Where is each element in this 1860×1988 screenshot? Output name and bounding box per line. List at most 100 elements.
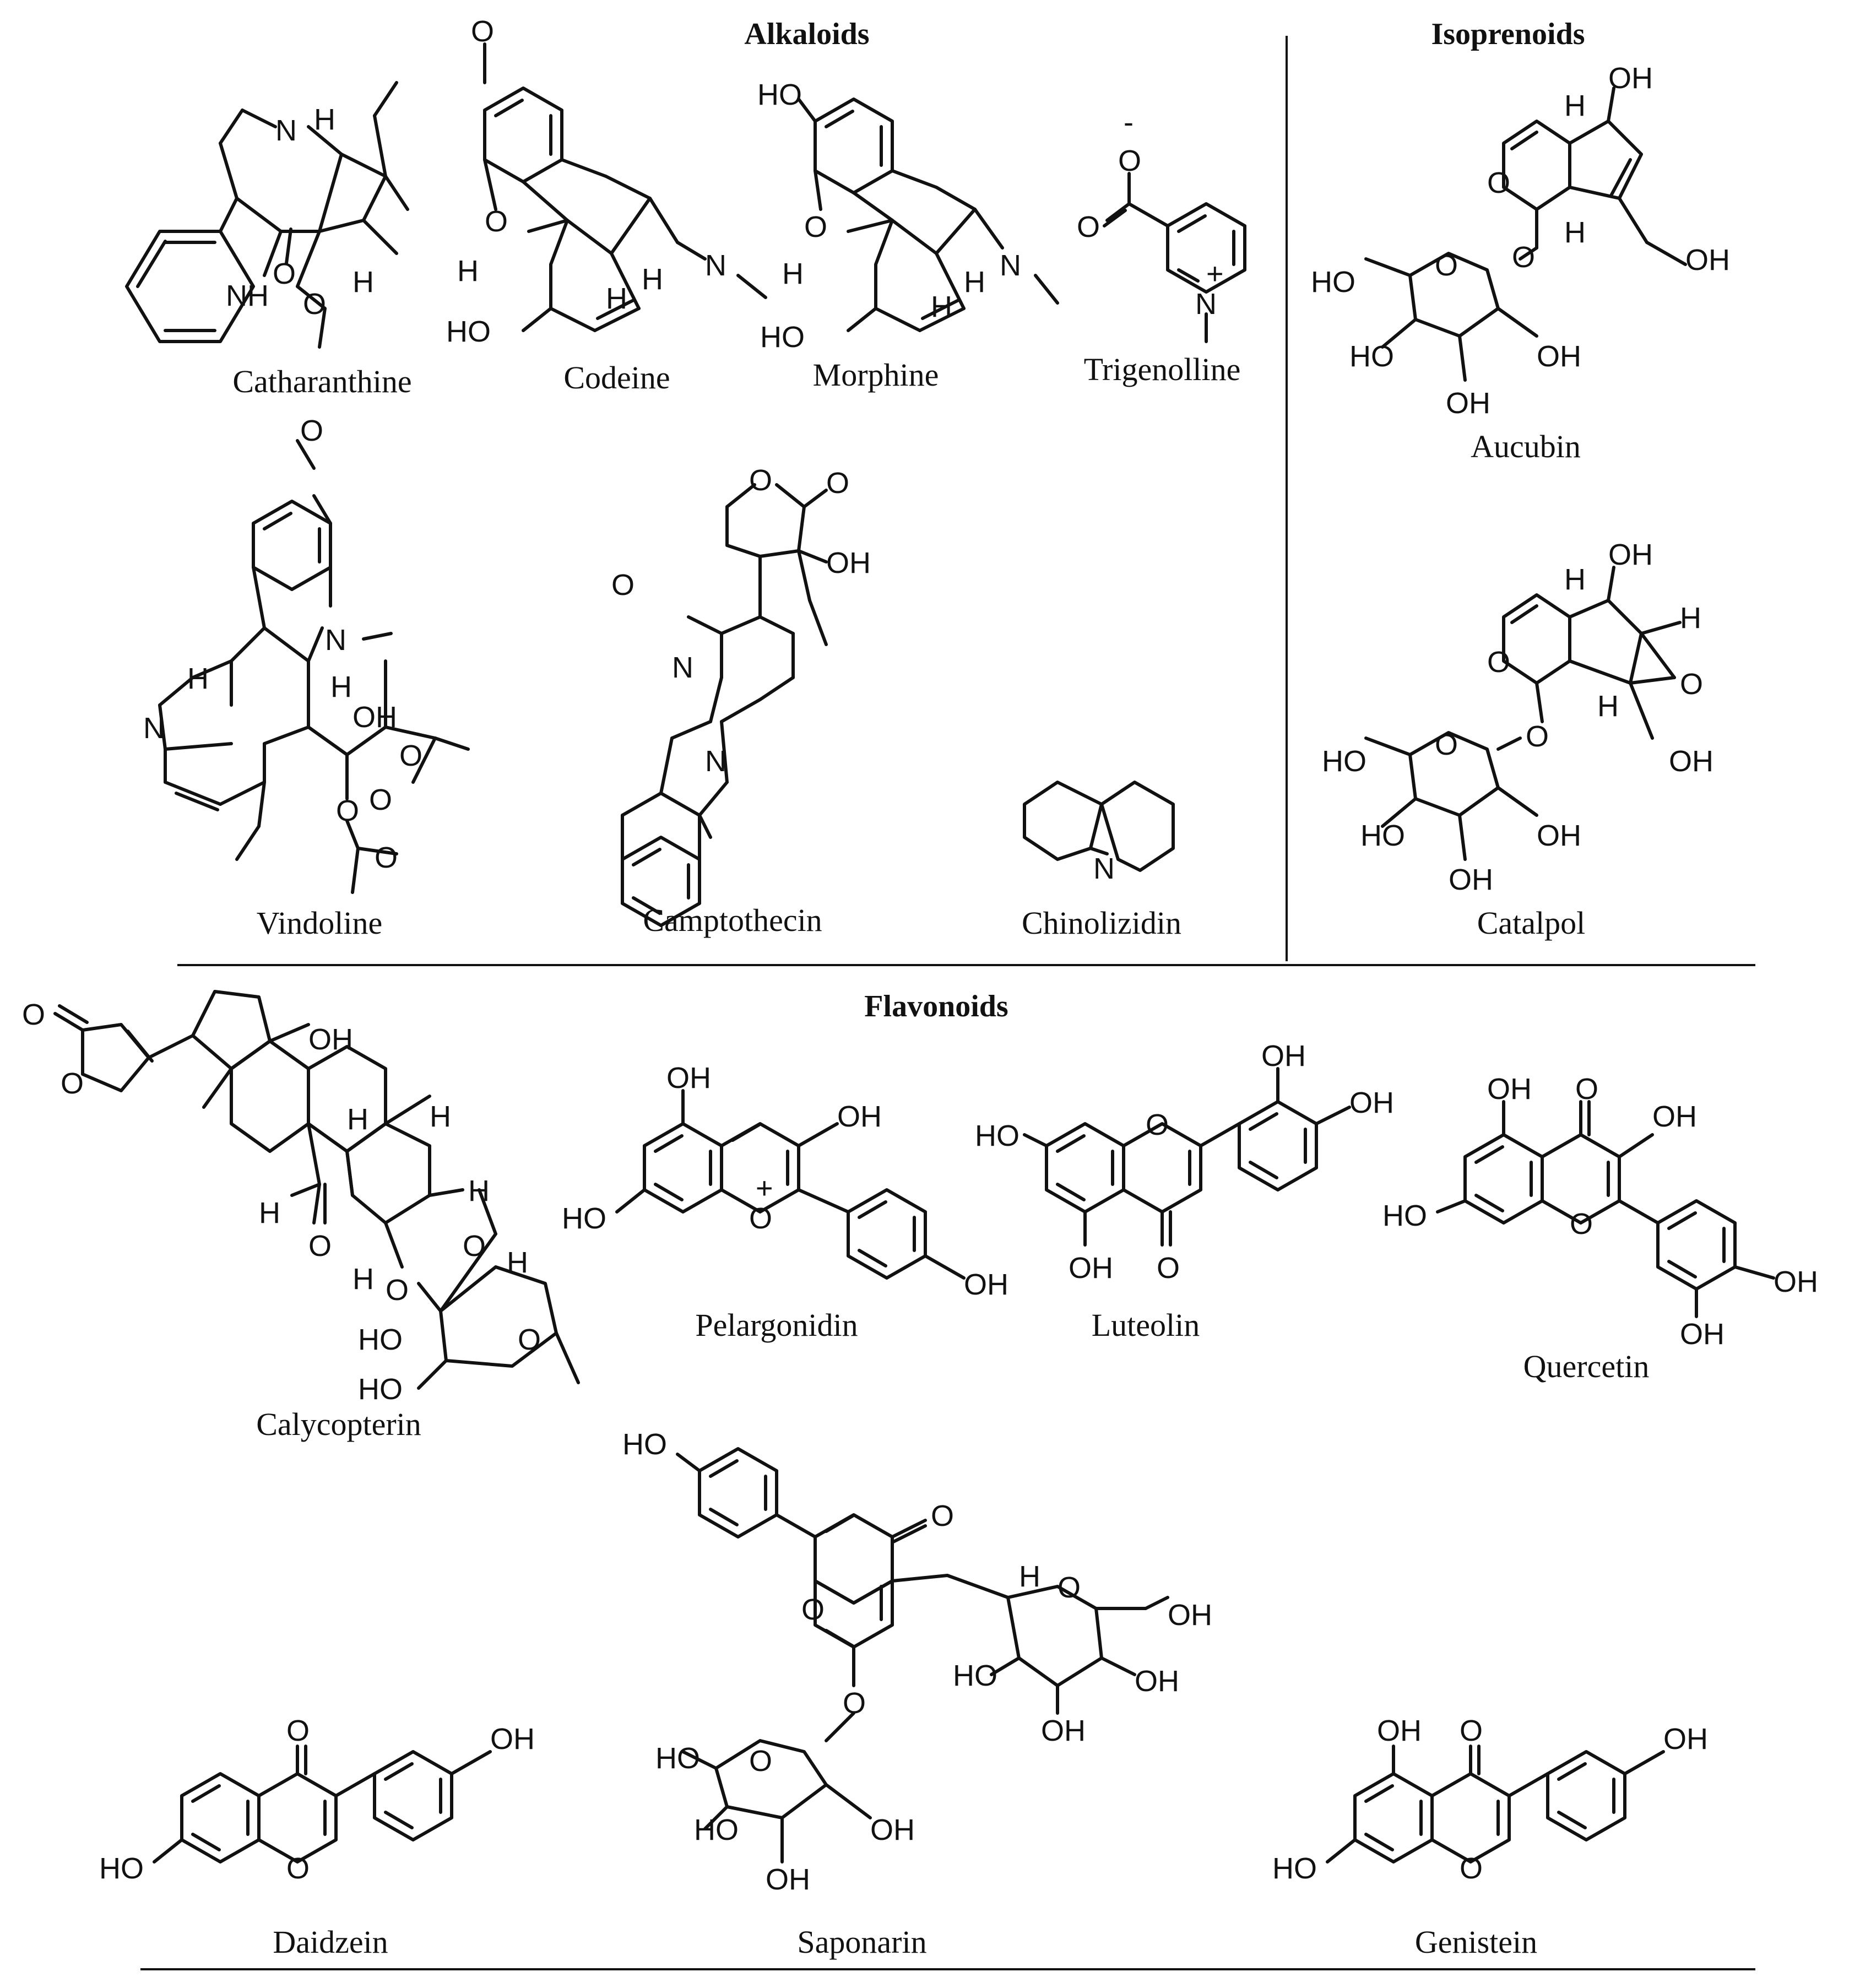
atom-label: OH [1135, 1665, 1179, 1698]
atom-label: OH [964, 1268, 1008, 1301]
structure-chinolizidin: N Chinolizidin [1022, 781, 1181, 941]
atom-label: HO [1360, 819, 1405, 852]
atom-label: O [273, 257, 296, 290]
atom-label: OH [1261, 1039, 1306, 1072]
atom-label: H [1680, 602, 1701, 635]
structure-quercetin: OH O OH HO O OH OH Quercetin [1382, 1072, 1818, 1384]
atom-label: O [485, 205, 508, 238]
atom-label: HO [562, 1202, 606, 1235]
atom-label: O [611, 568, 635, 602]
atom-label: O [303, 288, 326, 321]
structure-genistein: OH O OH HO O Genistein [1272, 1714, 1708, 1960]
compound-name: Morphine [813, 357, 939, 393]
atom-label: OH [870, 1813, 915, 1846]
structure-catharanthine: N H NH O O H Catharanthine [125, 81, 412, 399]
compound-name: Camptothecin [643, 902, 822, 938]
atom-label: O [1680, 668, 1703, 701]
atom-label: H [314, 103, 335, 136]
atom-label: HO [99, 1852, 144, 1885]
structure-calycopterin: O O OH H H H O H H O O H HO O HO Calycop… [22, 990, 580, 1442]
atom-label: O [1058, 1571, 1081, 1604]
compound-name: Luteolin [1092, 1307, 1200, 1343]
atom-label: O [931, 1499, 954, 1532]
atom-label: N [1093, 852, 1115, 885]
compound-name: Catharanthine [232, 364, 411, 399]
atom-label: O [1526, 720, 1549, 753]
atom-label: HO [1311, 266, 1355, 299]
atom-label: N [275, 114, 297, 147]
atom-label: O [749, 464, 772, 497]
atom-label: O [286, 1714, 310, 1747]
structure-camptothecin: O O OH O N N Camptothecin [611, 464, 871, 938]
atom-label: O [749, 1202, 772, 1235]
atom-label: OH [1537, 819, 1581, 852]
atom-label: O [369, 783, 392, 816]
atom-label: O [308, 1229, 332, 1263]
atom-label: O [463, 1229, 486, 1263]
atom-label: H [259, 1196, 280, 1229]
atom-label: O [1487, 166, 1510, 199]
compound-name: Pelargonidin [695, 1307, 858, 1343]
atom-label: O [826, 467, 849, 500]
atom-label: OH [353, 701, 397, 734]
atom-label: H [353, 1263, 374, 1296]
atom-label: OH [490, 1722, 535, 1756]
atom-label: OH [666, 1061, 711, 1095]
atom-label: HO [358, 1373, 403, 1406]
atom-label: O [749, 1745, 772, 1778]
section-title-flavonoids: Flavonoids [864, 989, 1008, 1023]
structure-trigenolline: O O N - + Trigenolline [1077, 106, 1246, 387]
atom-label: N [1000, 249, 1021, 282]
atom-label: N [1195, 288, 1217, 321]
atom-label: OH [308, 1023, 353, 1056]
atom-label: H [1597, 690, 1619, 723]
atom-label: O [1146, 1108, 1169, 1141]
atom-label: HO [760, 321, 805, 354]
structure-saponarin: HO O O H O OH HO OH OH O HO O HO OH OH S… [622, 1428, 1212, 1960]
atom-label: OH [1608, 538, 1653, 571]
structure-vindoline: O N H H N OH O O O O Vindoline [143, 414, 470, 941]
atom-label: N [705, 745, 726, 778]
atom-label: OH [1608, 62, 1653, 95]
structure-morphine: HO O H HO H H N Morphine [757, 78, 1059, 393]
atom-label: O [801, 1593, 825, 1626]
atom-label: H [507, 1246, 528, 1279]
atom-label: H [782, 257, 804, 290]
atom-label: H [964, 266, 985, 299]
atom-label: OH [1041, 1714, 1086, 1747]
compound-name: Genistein [1415, 1924, 1537, 1960]
structure-codeine: O O H HO H H N Codeine [446, 15, 767, 396]
atom-label: OH [1449, 863, 1493, 896]
atom-label: O [336, 794, 359, 827]
structure-catalpol: H OH H O O H OH HO O O HO OH OH Catalpol [1322, 538, 1713, 941]
atom-label: OH [1446, 387, 1490, 420]
atom-label: OH [826, 546, 871, 579]
atom-label: OH [1669, 745, 1713, 778]
atom-label: OH [1069, 1252, 1113, 1285]
atom-label: H [606, 282, 627, 315]
atom-label: OH [1349, 1086, 1394, 1119]
atom-label: O [1435, 249, 1458, 282]
atom-label: H [1564, 216, 1586, 249]
compound-name: Aucubin [1471, 429, 1581, 464]
atom-label: HO [953, 1659, 997, 1692]
atom-label: OH [1663, 1722, 1708, 1756]
atom-label: OH [1377, 1714, 1422, 1747]
atom-label: HO [975, 1119, 1020, 1152]
atom-label: HO [446, 315, 491, 348]
atom-label: OH [1652, 1100, 1697, 1133]
atom-label: H [347, 1103, 368, 1136]
structure-aucubin: H OH O H OH HO O O HO OH OH Aucubin [1311, 62, 1730, 464]
compound-name: Saponarin [797, 1924, 926, 1960]
atom-label: OH [1685, 243, 1730, 277]
atom-label: OH [1168, 1599, 1212, 1632]
compound-name: Catalpol [1477, 905, 1586, 941]
atom-label: O [1575, 1072, 1598, 1106]
atom-label: O [22, 998, 45, 1031]
atom-label: H [642, 263, 663, 296]
atom-label: N [705, 249, 726, 282]
atom-label: HO [694, 1813, 739, 1846]
atom-label: O [1487, 646, 1510, 679]
atom-label: H [187, 662, 209, 695]
